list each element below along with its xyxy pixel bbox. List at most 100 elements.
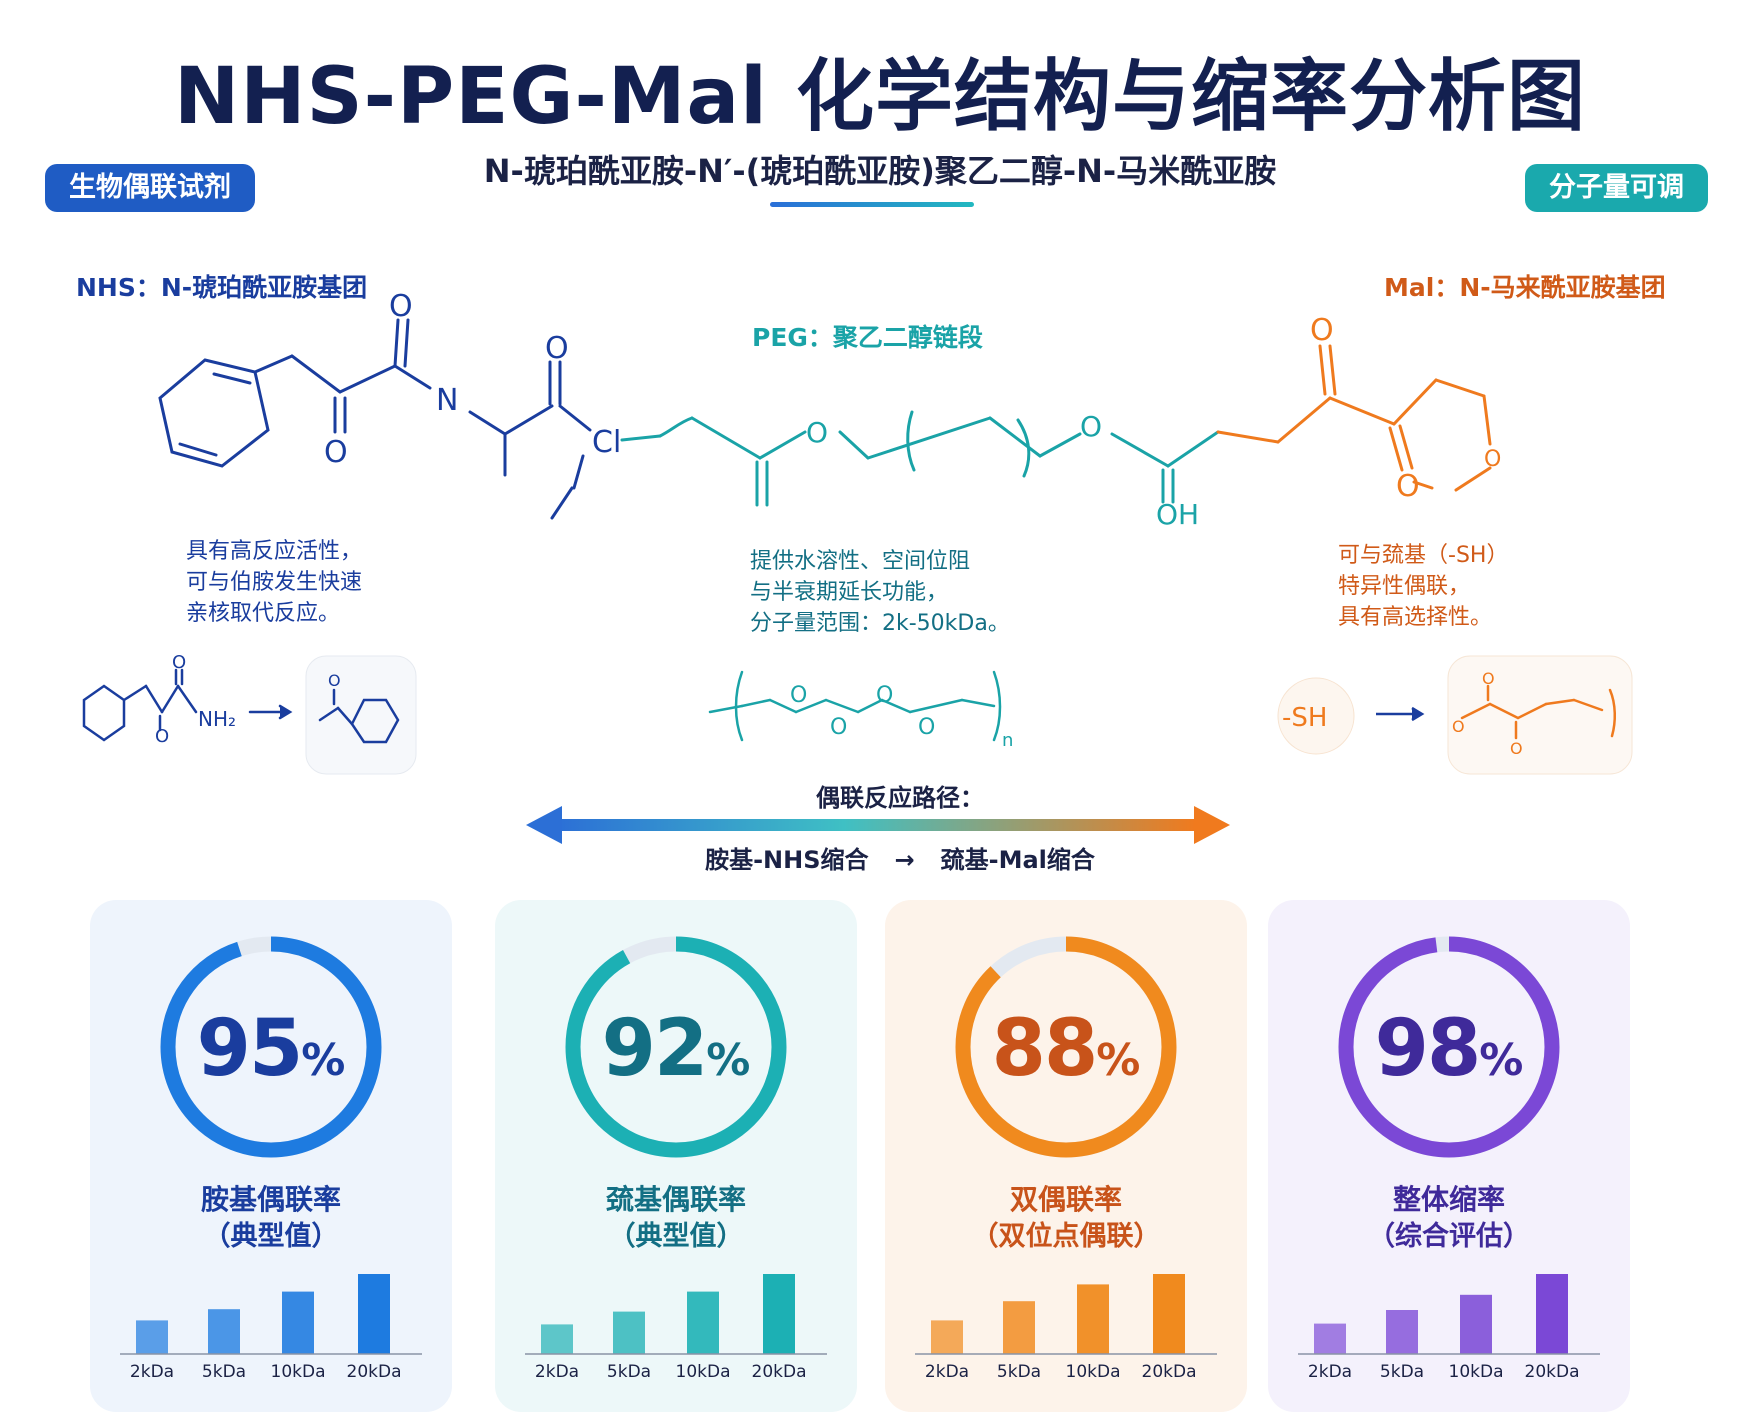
- nhs-product-box: [305, 655, 417, 775]
- peg-repeat-atom-o3: O: [876, 683, 893, 708]
- mal-product-atom-o2: O: [1452, 717, 1465, 736]
- metric-sublabel: （双位点偶联）: [971, 1221, 1161, 1252]
- pathway-arrow: →: [894, 846, 915, 874]
- bar-5kDa: [1003, 1301, 1035, 1354]
- badge-adjustable-mw: 分子量可调: [1525, 164, 1708, 212]
- bar-20kDa: [358, 1274, 390, 1354]
- bar-2kDa: [136, 1320, 168, 1354]
- tick-label: 10kDa: [1448, 1362, 1504, 1382]
- nhs-structure: [158, 318, 592, 520]
- peg-repeat-atom-o4: O: [918, 715, 935, 740]
- tick-label: 10kDa: [270, 1362, 326, 1382]
- tick-label: 10kDa: [675, 1362, 731, 1382]
- nhs-reaction: [82, 668, 293, 742]
- bar-10kDa: [282, 1291, 314, 1354]
- nhs-reaction-atom-o1: O: [172, 652, 186, 673]
- ring-progress: [955, 936, 1177, 1158]
- metric-label: 巯基偶联率: [605, 1183, 746, 1216]
- metric-sublabel: （典型值）: [203, 1221, 339, 1252]
- tick-label: 5kDa: [1379, 1362, 1425, 1382]
- peg-repeat-atom-o2: O: [830, 715, 847, 740]
- nhs-atom-o1: O: [389, 289, 413, 324]
- tick-label: 20kDa: [346, 1362, 402, 1382]
- bar-2kDa: [931, 1320, 963, 1354]
- nhs-atom-o2: O: [324, 435, 348, 470]
- percentage-value: 98%: [1374, 1004, 1524, 1094]
- nhs-reaction-atom-o2: O: [155, 726, 169, 747]
- peg-atom-o2: O: [1080, 410, 1102, 443]
- tick-label: 5kDa: [606, 1362, 652, 1382]
- ring-gauge: [1338, 936, 1560, 1158]
- mini-bar-chart: [915, 1274, 1217, 1355]
- ring-progress: [160, 936, 382, 1158]
- ring-progress: [1338, 936, 1560, 1158]
- mini-bar-chart: [1298, 1274, 1600, 1355]
- mal-reaction-arrow: [1376, 706, 1425, 722]
- ring-gauge: [565, 936, 787, 1158]
- pathway-title: 偶联反应路径：: [816, 784, 984, 812]
- page-subtitle: N-琥珀酰亚胺-N′-(琥珀酰亚胺)聚乙二醇-N-马米酰亚胺: [483, 152, 1277, 190]
- bar-2kDa: [541, 1324, 573, 1354]
- metric-sublabel: （典型值）: [608, 1221, 744, 1252]
- peg-repeat-subscript: n: [1002, 730, 1013, 751]
- mal-atom-o3: O: [1484, 447, 1501, 472]
- page-title: NHS-PEG-Mal 化学结构与缩率分析图: [173, 52, 1587, 142]
- ring-gauge: [160, 936, 382, 1158]
- tick-label: 20kDa: [1524, 1362, 1580, 1382]
- metric-label: 胺基偶联率: [200, 1183, 341, 1216]
- bar-20kDa: [1153, 1274, 1185, 1354]
- metric-label: 整体缩率: [1392, 1183, 1505, 1216]
- nhs-atom-o3: O: [545, 331, 569, 366]
- mal-product-atom-o1: O: [1482, 669, 1495, 688]
- bar-20kDa: [763, 1274, 795, 1354]
- percentage-value: 88%: [991, 1004, 1141, 1094]
- chemical-structure: O O N O Cl O O OH: [82, 289, 1633, 844]
- mal-product-box: [1447, 655, 1633, 775]
- pathway-step-1: 胺基-NHS缩合: [705, 846, 869, 874]
- metric-label: 双偶联率: [1009, 1183, 1122, 1216]
- peg-structure: [620, 410, 1220, 507]
- nhs-reaction-reagent: NH₂: [198, 707, 236, 731]
- pathway-steps: 胺基-NHS缩合 → 巯基-Mal缩合: [640, 840, 1160, 875]
- mal-reagent-circle: [1277, 677, 1355, 755]
- metric-card: 98% 整体缩率 （综合评估） 2kDa 5kDa 10kDa 20kDa: [1268, 900, 1630, 1412]
- tick-label: 20kDa: [751, 1362, 807, 1382]
- peg-atom-oh: OH: [1156, 498, 1199, 531]
- mini-bar-chart: [525, 1274, 827, 1355]
- nhs-description: 具有高反应活性， 可与伯胺发生快速 亲核取代反应。: [186, 539, 363, 626]
- mal-reaction-reagent: -SH: [1282, 703, 1327, 733]
- mal-atom-o2: O: [1396, 469, 1420, 504]
- peg-repeat: [708, 670, 1002, 742]
- mal-product: [1460, 684, 1616, 740]
- tick-label: 2kDa: [1307, 1362, 1353, 1382]
- bar-5kDa: [208, 1309, 240, 1354]
- badge-bioconjugation: 生物偶联试剂: [45, 164, 255, 212]
- tick-label: 2kDa: [924, 1362, 970, 1382]
- peg-group-label: PEG：聚乙二醇链段: [752, 323, 983, 352]
- tick-label: 20kDa: [1141, 1362, 1197, 1382]
- nhs-product-atom-o: O: [328, 671, 341, 690]
- bar-2kDa: [1314, 1323, 1346, 1354]
- bar-10kDa: [687, 1291, 719, 1354]
- metric-sublabel: （综合评估）: [1368, 1221, 1530, 1252]
- bar-10kDa: [1077, 1284, 1109, 1354]
- nhs-group-label: NHS：N-琥珀酰亚胺基团: [76, 273, 368, 302]
- subtitle-underline: [770, 202, 974, 207]
- bar-5kDa: [613, 1311, 645, 1354]
- nhs-product: [318, 688, 400, 744]
- peg-atom-o1: O: [806, 416, 828, 449]
- mal-product-atom-o3: O: [1510, 739, 1523, 758]
- pathway-step-2: 巯基-Mal缩合: [940, 846, 1095, 874]
- ring-gauge: [955, 936, 1177, 1158]
- nhs-atom-n: N: [436, 383, 458, 418]
- peg-repeat-atom-o1: O: [790, 683, 807, 708]
- mini-bar-chart: [120, 1274, 422, 1355]
- peg-description: 提供水溶性、空间位阻 与半衰期延长功能， 分子量范围：2k-50kDa。: [750, 549, 1010, 636]
- bar-5kDa: [1386, 1310, 1418, 1354]
- tick-label: 2kDa: [129, 1362, 175, 1382]
- mal-structure: [1216, 344, 1492, 492]
- mal-atom-o1: O: [1310, 313, 1334, 348]
